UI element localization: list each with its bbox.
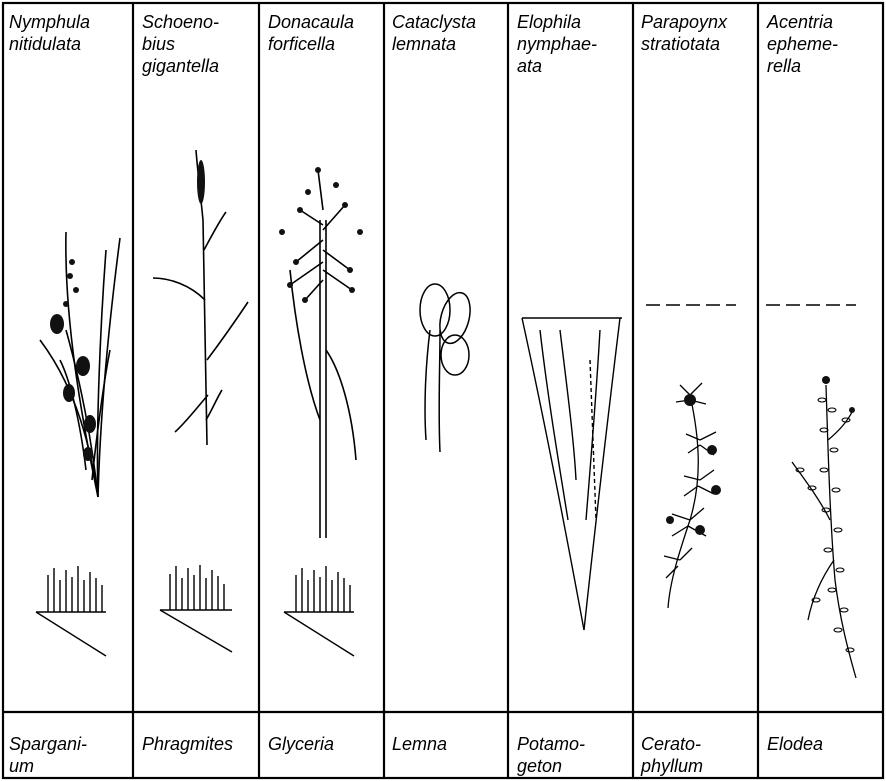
elodea-leaves	[796, 398, 854, 652]
moth-name-3: Donacaula forficella	[268, 11, 354, 55]
moth-name-1: Nymphula nitidulata	[9, 11, 90, 55]
moth-name-7: Acentria epheme- rella	[767, 11, 838, 77]
plant-name-1: Spargani- um	[9, 733, 87, 777]
plant-name-7: Elodea	[767, 733, 823, 755]
plant-name-5: Potamo- geton	[517, 733, 585, 777]
reed-bed-2	[160, 565, 232, 652]
potamogeton-illustration	[522, 318, 622, 630]
grid-lines	[3, 3, 883, 778]
moth-name-5: Elophila nymphae- ata	[517, 11, 597, 77]
sparganium-heads	[50, 259, 96, 461]
reed-bed-1	[36, 566, 106, 656]
plant-name-4: Lemna	[392, 733, 447, 755]
reed-bed-3	[284, 566, 354, 656]
phragmites-panicle	[197, 160, 205, 204]
moth-name-2: Schoeno- bius gigantella	[142, 11, 219, 77]
moth-name-4: Cataclysta lemnata	[392, 11, 476, 55]
plant-name-6: Cerato- phyllum	[641, 733, 703, 777]
ceratophyllum-illustration	[664, 383, 716, 608]
elodea-illustration	[792, 385, 856, 678]
lemna-illustration	[420, 284, 475, 452]
plant-name-3: Glyceria	[268, 733, 334, 755]
glyceria-illustration	[290, 170, 356, 538]
outer-frame	[3, 3, 883, 778]
plant-name-2: Phragmites	[142, 733, 233, 755]
moth-name-6: Parapoynx stratiotata	[641, 11, 727, 55]
